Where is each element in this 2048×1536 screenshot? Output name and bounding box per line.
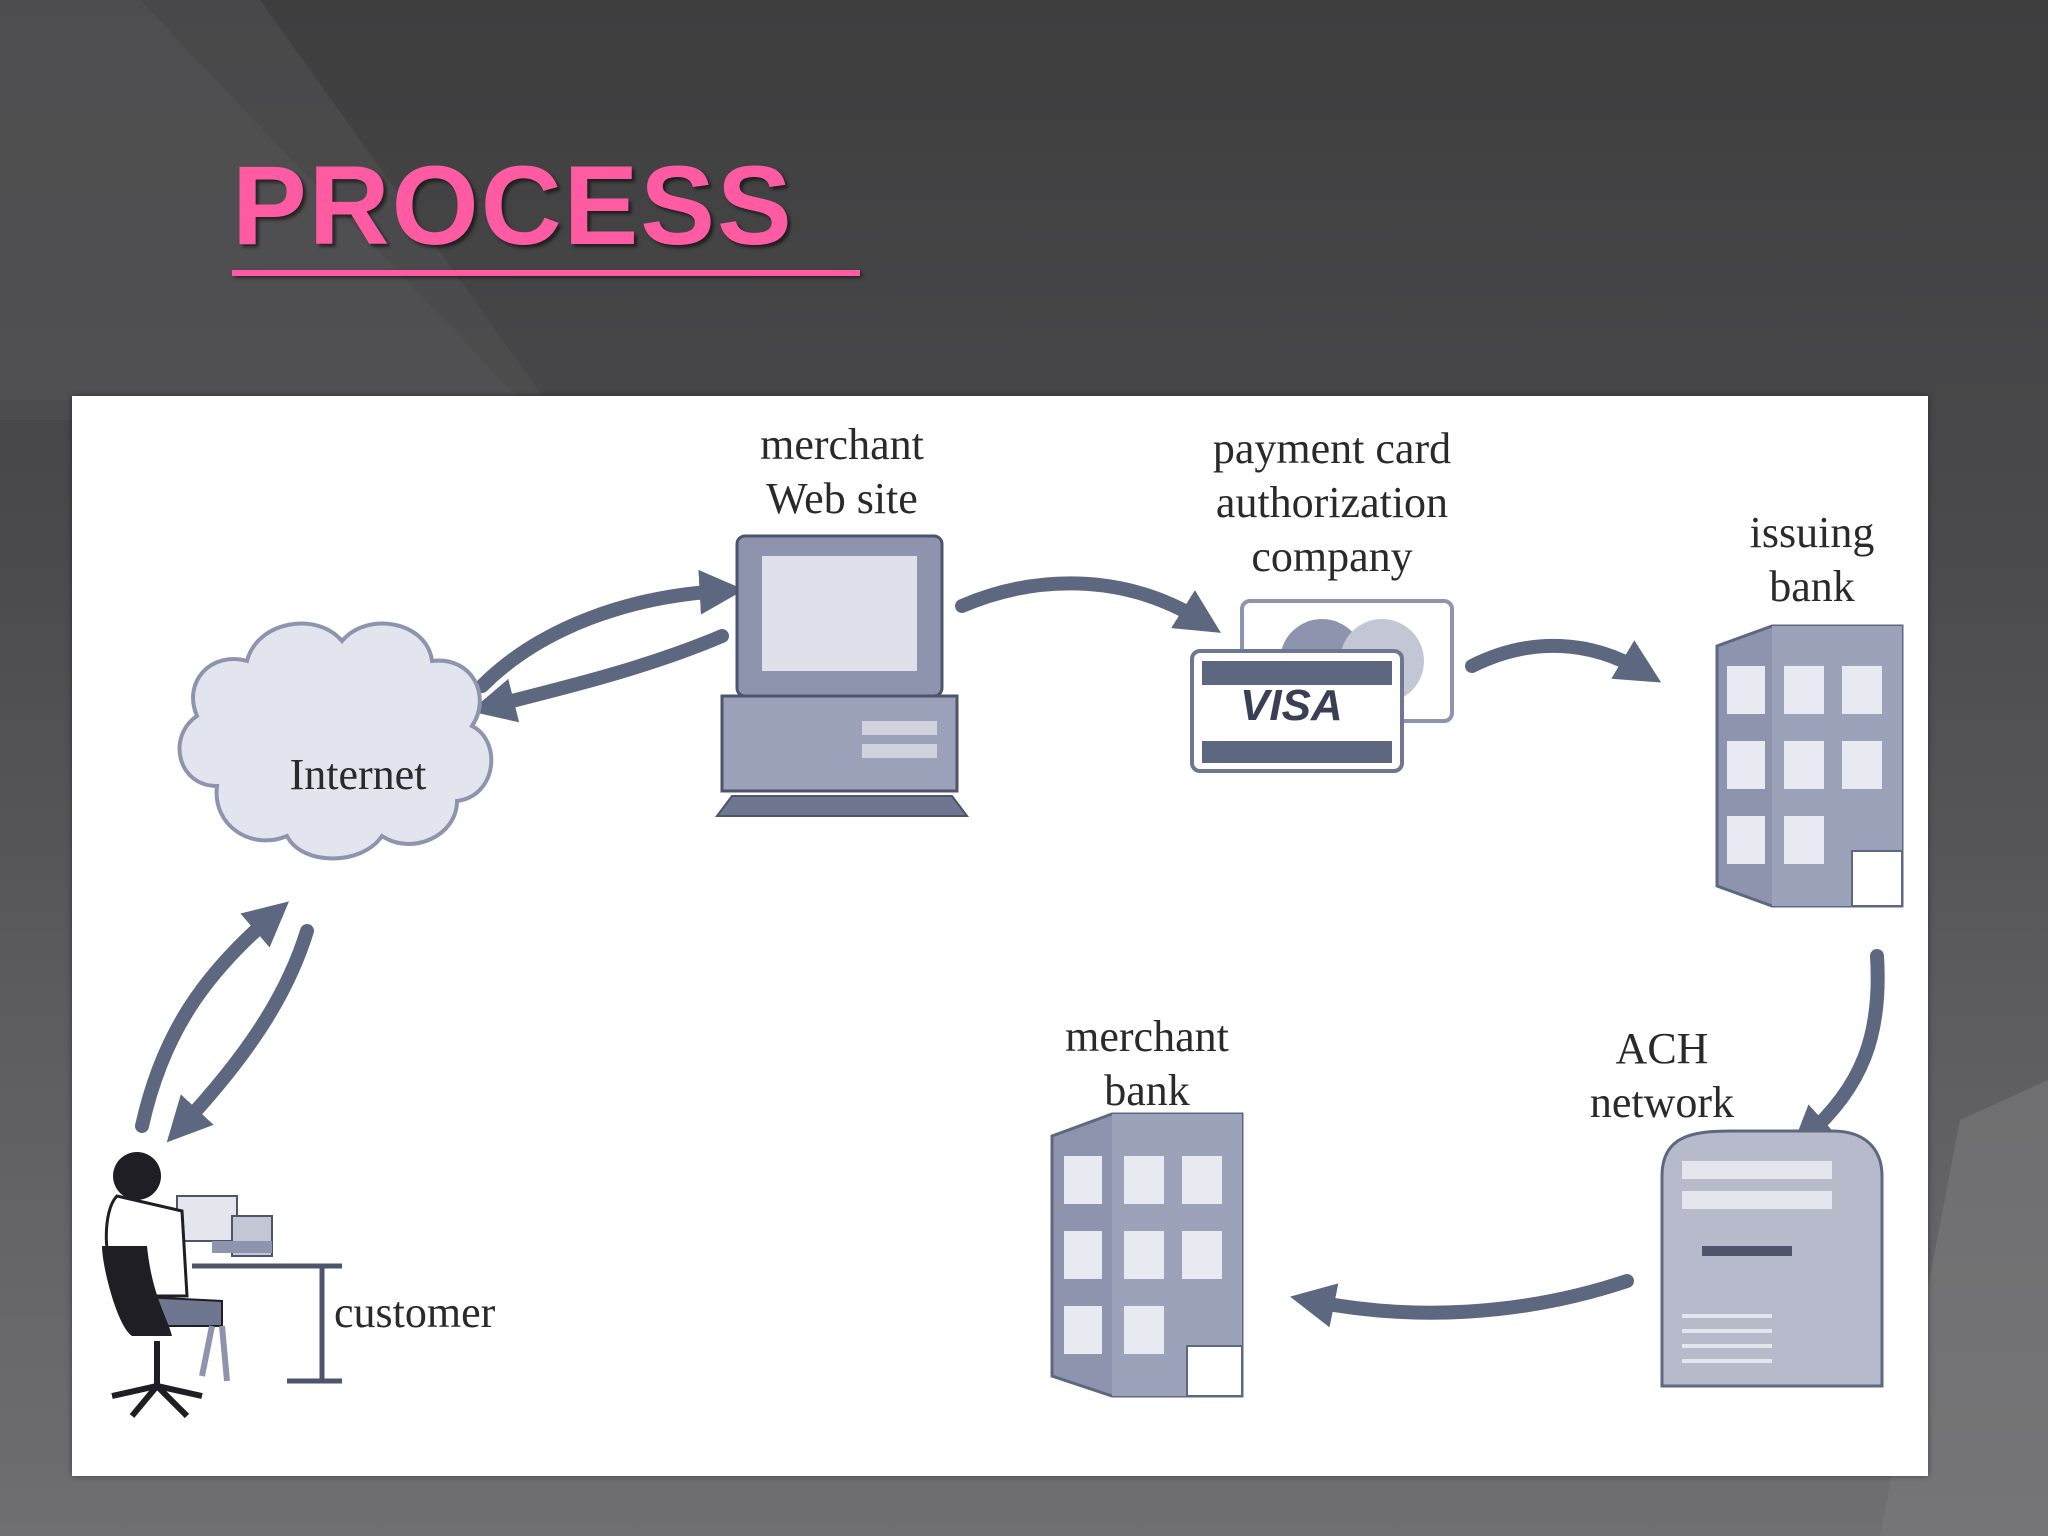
issuing-bank-label-2: bank	[1769, 562, 1855, 611]
arrow-site-to-internet	[470, 629, 729, 723]
merchant-bank-label-2: bank	[1104, 1066, 1190, 1115]
ach-server-icon	[1660, 1129, 1884, 1388]
process-diagram	[102, 534, 1904, 1419]
slide-title: PROCESS	[232, 143, 794, 268]
arrow-ach-to-merchantbank	[1290, 1274, 1634, 1328]
internet-label: Internet	[289, 750, 427, 799]
flow-arrows	[135, 569, 1885, 1328]
merchant-bank-building-icon	[1050, 1112, 1244, 1398]
card-auth-label-2: authorization	[1215, 478, 1449, 527]
merchant-site-label-1: merchant	[760, 420, 924, 469]
arrow-issuer-to-ach	[1790, 949, 1885, 1152]
diagram-panel: Internet merchant Web site payment card …	[72, 396, 1928, 1476]
card-auth-label-1: payment card	[1212, 424, 1452, 473]
issuing-bank-building-icon	[1715, 624, 1904, 908]
title-underline	[232, 270, 860, 276]
ach-label-2: network	[1589, 1078, 1735, 1127]
ach-label-1: ACH	[1615, 1024, 1709, 1073]
arrow-site-to-card	[955, 576, 1222, 633]
arrow-internet-to-customer	[166, 924, 314, 1143]
customer-label: customer	[334, 1288, 496, 1337]
merchant-computer-icon	[715, 534, 969, 817]
arrow-customer-to-internet	[135, 901, 290, 1133]
credit-card-icon	[1190, 599, 1454, 773]
arrow-card-to-issuer	[1465, 638, 1662, 683]
internet-cloud-icon	[177, 621, 494, 861]
merchant-bank-label-1: merchant	[1065, 1012, 1229, 1061]
issuing-bank-label-1: issuing	[1749, 508, 1875, 557]
merchant-site-label-2: Web site	[766, 474, 918, 523]
arrow-internet-to-site	[475, 569, 745, 693]
visa-card-text: VISA	[1240, 681, 1343, 730]
card-auth-label-3: company	[1251, 532, 1413, 581]
customer-at-desk-icon	[102, 1152, 342, 1419]
